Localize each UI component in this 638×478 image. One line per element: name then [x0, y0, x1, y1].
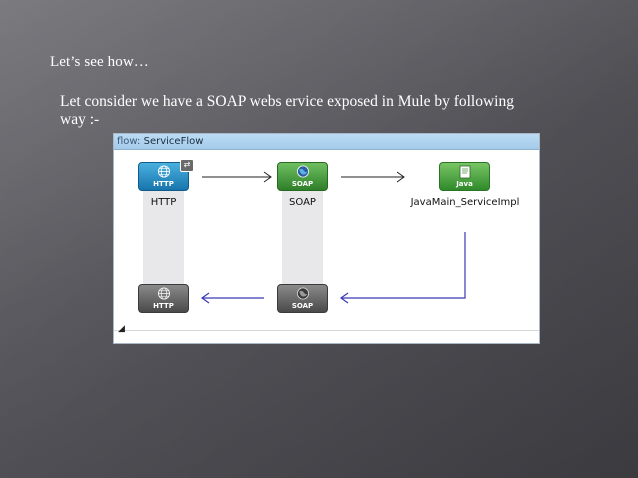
- java-node-label: JavaMain_ServiceImpl: [410, 197, 520, 208]
- arrow-soap-out-to-http: [200, 292, 264, 304]
- http-response-node[interactable]: HTTP: [138, 284, 189, 313]
- http-response-caption: HTTP: [153, 302, 174, 310]
- scroll-corner-icon[interactable]: ◢: [118, 324, 125, 334]
- flow-prefix: flow:: [117, 136, 141, 147]
- slide-body-text: Let consider we have a SOAP webs ervice …: [60, 93, 514, 128]
- globe-icon: [157, 165, 170, 183]
- soap-response-caption: SOAP: [291, 302, 314, 310]
- soap-node-caption: SOAP: [291, 180, 314, 188]
- soap-component-node[interactable]: SOAP: [277, 162, 328, 191]
- http-node-caption: HTTP: [153, 180, 174, 188]
- soap-response-node[interactable]: SOAP: [277, 284, 328, 313]
- http-node-label: HTTP: [150, 197, 177, 208]
- globe-icon: [296, 287, 310, 305]
- globe-icon: [157, 287, 170, 305]
- soap-node-label: SOAP: [289, 197, 316, 208]
- flow-arrows: [200, 171, 466, 304]
- mule-flow-screenshot: flow: ServiceFlow: [113, 133, 540, 344]
- request-response-icon: ⇄: [180, 159, 194, 172]
- soap-lane: [282, 182, 323, 288]
- arrow-java-to-soap-out: [339, 232, 466, 304]
- slide-heading: Let’s see how…: [50, 54, 149, 70]
- java-component-node[interactable]: Java: [439, 162, 490, 191]
- java-document-icon: [458, 165, 472, 184]
- globe-icon: [296, 165, 310, 183]
- arrow-soap-to-java: [341, 171, 405, 183]
- flow-header: flow: ServiceFlow: [114, 134, 539, 150]
- canvas-scroll-divider: [114, 330, 539, 331]
- java-node-caption: Java: [456, 180, 473, 188]
- flow-name: ServiceFlow: [143, 136, 204, 147]
- arrow-http-to-soap: [202, 171, 272, 183]
- http-lane: [143, 182, 184, 288]
